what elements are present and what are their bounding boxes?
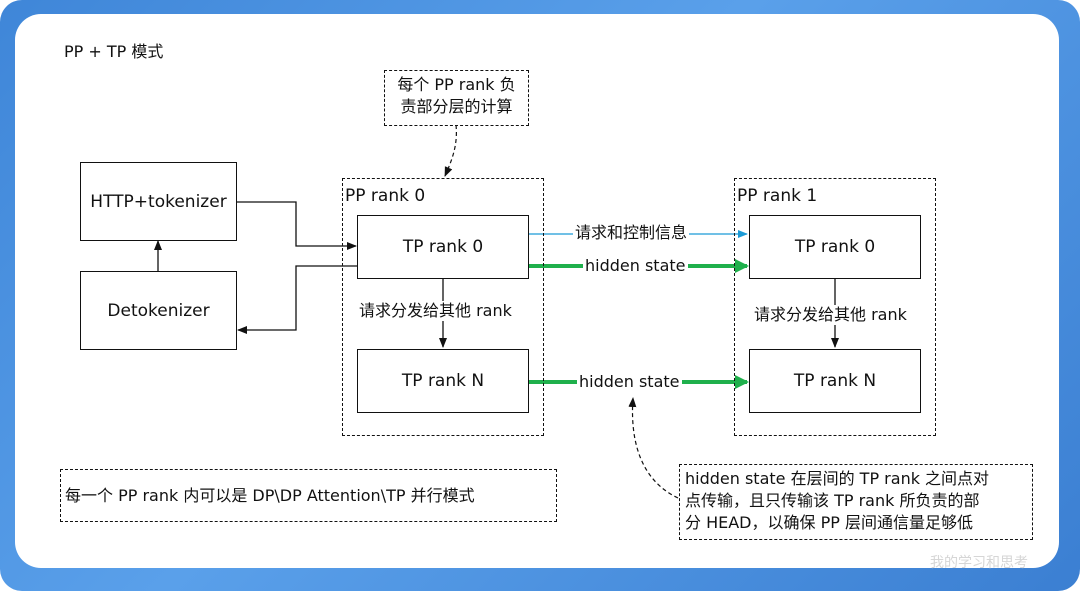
hidden-note-line2: 点传输，且只传输该 TP rank 所负责的部 — [685, 491, 980, 510]
hidden-state-bottom-label: hidden state — [577, 372, 682, 392]
hidden-note-line3: 分 HEAD，以确保 PP 层间通信量足够低 — [685, 513, 973, 532]
arrow-tp0-to-detok — [237, 265, 357, 334]
arrow-note-to-pp0 — [444, 124, 457, 177]
hidden-state-note: hidden state 在层间的 TP rank 之间点对 点传输，且只传输该… — [679, 464, 1033, 540]
pp-rank-0-group — [342, 178, 544, 436]
detokenizer-node: Detokenizer — [80, 271, 237, 350]
hidden-note-line1: hidden state 在层间的 TP rank 之间点对 — [685, 469, 990, 488]
arrow-http-to-tp0 — [236, 201, 357, 250]
diagram-title: PP + TP 模式 — [64, 42, 164, 61]
hidden-state-top-label: hidden state — [583, 256, 688, 276]
pp-rank-1-label: PP rank 1 — [737, 186, 818, 206]
arrow-note-to-hidden-state — [628, 397, 679, 499]
http-tokenizer-node: HTTP+tokenizer — [80, 162, 237, 241]
parallel-modes-note: 每一个 PP rank 内可以是 DP\DP Attention\TP 并行模式 — [60, 469, 557, 522]
pp0-tp-rank-0-node: TP rank 0 — [357, 215, 529, 279]
pp1-dispatch-label: 请求分发给其他 rank — [752, 305, 909, 325]
pp-layers-note-line2: 责部分层的计算 — [400, 97, 513, 116]
pp-layers-note: 每个 PP rank 负 责部分层的计算 — [384, 70, 529, 126]
pp1-tp-rank-0-node: TP rank 0 — [749, 215, 921, 279]
watermark: 我的学习和思考 — [930, 555, 1028, 571]
pp-layers-note-line1: 每个 PP rank 负 — [397, 75, 516, 94]
pp-rank-1-group — [734, 178, 936, 436]
pp1-tp-rank-n-node: TP rank N — [749, 349, 921, 413]
control-info-label: 请求和控制信息 — [573, 223, 690, 243]
pp0-dispatch-label: 请求分发给其他 rank — [357, 301, 514, 321]
pp0-tp-rank-n-node: TP rank N — [357, 349, 529, 413]
pp-rank-0-label: PP rank 0 — [345, 186, 426, 206]
